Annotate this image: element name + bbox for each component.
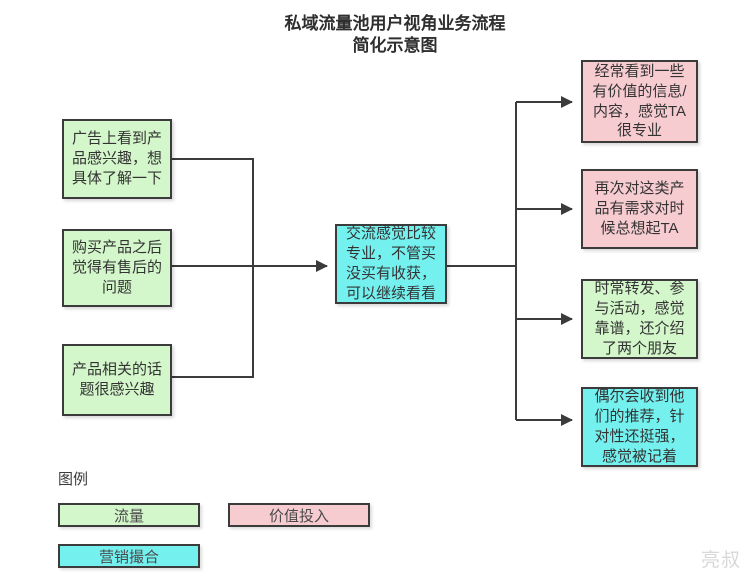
flow-node-label: 时常转发、参与活动，感觉靠谱，还介绍了两个朋友 xyxy=(594,280,685,357)
legend-title: 图例 xyxy=(58,471,89,488)
flow-node-outcome-targeted-recommendation: 偶尔会收到他们的推荐，针对性还挺强，感觉被记着 xyxy=(581,387,698,467)
flow-node-label: 交流感觉比较专业，不管买没买有收获，可以继续看看 xyxy=(345,225,436,302)
legend-item-label: 流量 xyxy=(113,507,144,525)
watermark: 亮叔 xyxy=(700,550,741,571)
flow-node-source-ad-interest: 广告上看到产品感兴趣，想具体了解一下 xyxy=(62,119,172,199)
diagram-title-line2: 简化示意图 xyxy=(352,36,438,55)
flow-node-label: 经常看到一些有价值的信息/内容，感觉TA很专业 xyxy=(592,62,687,140)
legend-item-label: 营销撮合 xyxy=(98,548,159,566)
flow-node-label: 广告上看到产品感兴趣，想具体了解一下 xyxy=(71,130,162,187)
diagram-title: 私域流量池用户视角业务流程 简化示意图 xyxy=(40,13,750,57)
legend-item-value-investment: 价值投入 xyxy=(228,503,370,527)
flow-node-label: 再次对这类产品有需求对时候总想起TA xyxy=(594,180,685,237)
flow-node-label: 购买产品之后觉得有售后的问题 xyxy=(71,239,162,296)
flow-node-hub-communication: 交流感觉比较专业，不管买没买有收获，可以继续看看 xyxy=(335,224,447,304)
flow-node-label: 偶尔会收到他们的推荐，针对性还挺强，感觉被记着 xyxy=(594,388,685,465)
flow-node-outcome-share-referral: 时常转发、参与活动，感觉靠谱，还介绍了两个朋友 xyxy=(581,279,698,359)
flow-node-source-topic-interest: 产品相关的话题很感兴趣 xyxy=(62,344,172,416)
diagram-title-line1: 私域流量池用户视角业务流程 xyxy=(284,14,506,33)
flow-node-label: 产品相关的话题很感兴趣 xyxy=(71,361,162,398)
flow-node-source-aftersales-issue: 购买产品之后觉得有售后的问题 xyxy=(62,229,172,307)
flow-node-outcome-valuable-content: 经常看到一些有价值的信息/内容，感觉TA很专业 xyxy=(581,60,698,143)
legend-item-traffic: 流量 xyxy=(58,503,200,527)
legend-item-marketing-matchmaking: 营销撮合 xyxy=(58,544,200,568)
legend-item-label: 价值投入 xyxy=(268,507,329,525)
flow-node-outcome-recall-on-demand: 再次对这类产品有需求对时候总想起TA xyxy=(581,169,698,249)
